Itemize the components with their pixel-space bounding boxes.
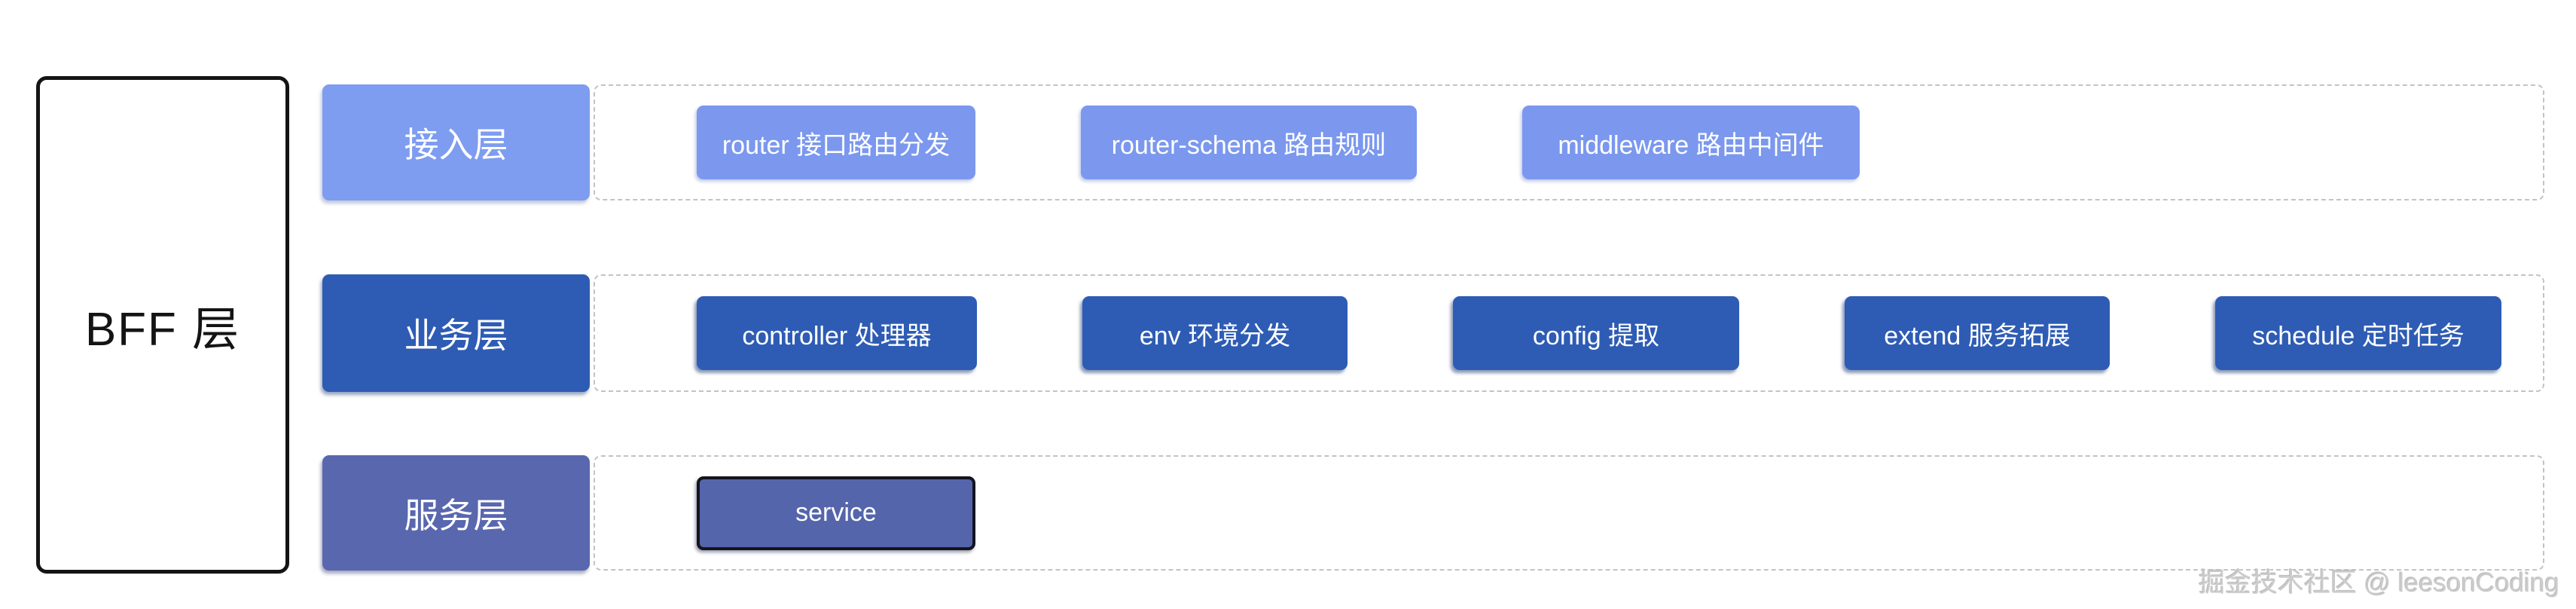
node-config: config 提取 [1453,296,1739,370]
watermark-text: 掘金技术社区 @ leesonCoding [2198,568,2559,598]
node-schedule: schedule 定时任务 [2215,296,2501,370]
node-controller: controller 处理器 [697,296,977,370]
node-middleware: middleware 路由中间件 [1522,106,1860,179]
bff-layer-label: BFF 层 [84,304,241,356]
service-layer-container: service [594,455,2544,571]
node-extend: extend 服务拓展 [1845,296,2110,370]
service-layer-label-box: 服务层 [322,455,590,571]
business-layer-container: controller 处理器 env 环境分发 config 提取 extend… [594,274,2544,392]
business-layer-label-box: 业务层 [322,274,590,392]
access-layer-label-box: 接入层 [322,84,590,200]
node-router-schema: router-schema 路由规则 [1081,106,1417,179]
bff-layer-box: BFF 层 [36,76,289,574]
node-service: service [697,476,975,550]
access-layer-container: router 接口路由分发 router-schema 路由规则 middlew… [594,84,2544,200]
node-router: router 接口路由分发 [697,106,975,179]
node-env: env 环境分发 [1082,296,1348,370]
